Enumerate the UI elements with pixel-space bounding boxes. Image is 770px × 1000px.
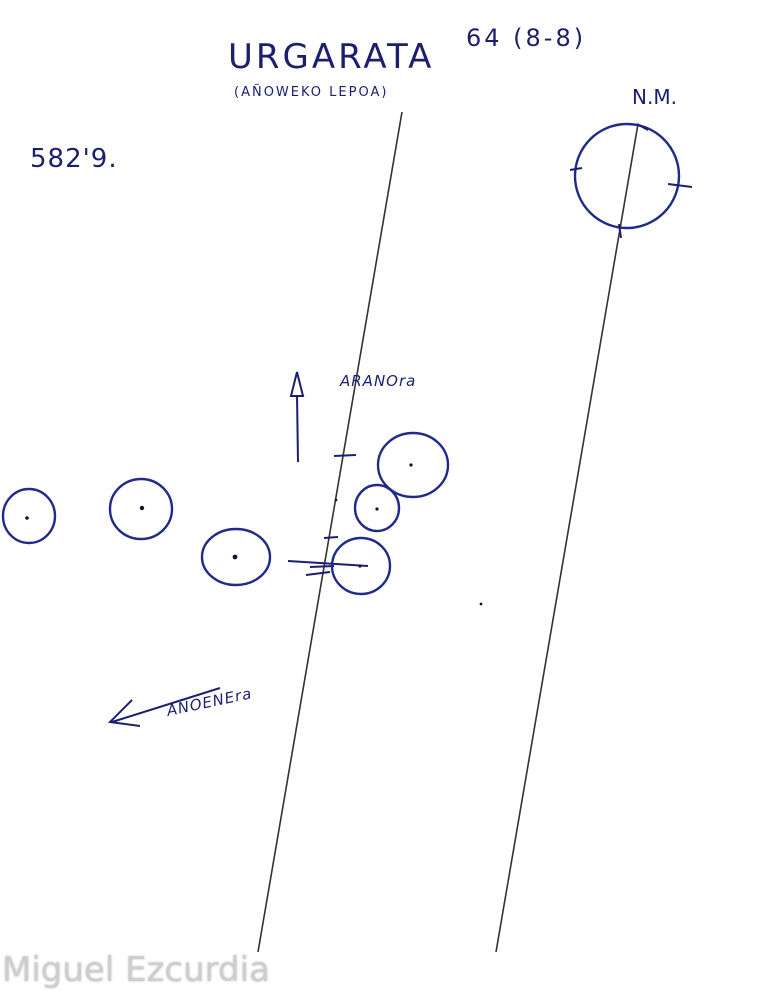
stone-center-dot	[139, 505, 145, 511]
page-title: URGARATA	[228, 37, 434, 77]
compass-north-tick	[636, 123, 649, 131]
stone-circle	[330, 536, 392, 596]
arrow-up-head	[289, 371, 305, 397]
tick-mark	[323, 536, 339, 539]
stone-circle	[376, 431, 450, 499]
stone-circle	[1, 487, 57, 545]
stone-center-dot	[358, 564, 362, 568]
tick-mark	[305, 571, 331, 576]
stone-center-dot	[232, 554, 238, 560]
direction-left-label: AÑOENEra	[164, 683, 254, 720]
survey-line-right	[495, 123, 639, 953]
direction-up-label: ARANOra	[339, 372, 416, 390]
stone-circle	[108, 477, 174, 541]
compass-east-tick	[667, 183, 693, 188]
tick-mark	[309, 565, 335, 568]
tick-mark	[287, 560, 369, 567]
stone-center-dot	[409, 463, 413, 467]
stone-center-dot	[25, 516, 29, 520]
north-label: N.M.	[632, 85, 677, 109]
tick-mark	[333, 454, 357, 457]
page-subtitle: (AÑOWEKO LEPOA)	[234, 84, 388, 100]
stones	[1, 431, 450, 596]
stone-circle	[200, 527, 272, 587]
north-compass: N.M.	[569, 85, 693, 239]
survey-line-left	[257, 111, 403, 953]
compass-circle	[573, 122, 681, 230]
reference-number: 582'9.	[30, 144, 118, 174]
stone-center-dot	[375, 507, 379, 511]
compass-south-tick	[618, 223, 622, 239]
survey-ticks	[287, 454, 369, 576]
reference-code: 64 (8-8)	[466, 24, 586, 52]
stone-circle	[353, 483, 401, 533]
stray-dot	[479, 602, 483, 606]
arrow-up-shaft	[296, 394, 299, 463]
watermark: Miguel Ezcurdia	[2, 950, 270, 990]
compass-west-tick	[569, 167, 583, 171]
arrow-left-head	[107, 699, 141, 727]
arrow-left-shaft	[111, 687, 221, 723]
direction-arrow-left: AÑOENEra	[107, 683, 254, 727]
stray-dot	[334, 498, 338, 502]
direction-arrow-up: ARANOra	[289, 371, 416, 463]
